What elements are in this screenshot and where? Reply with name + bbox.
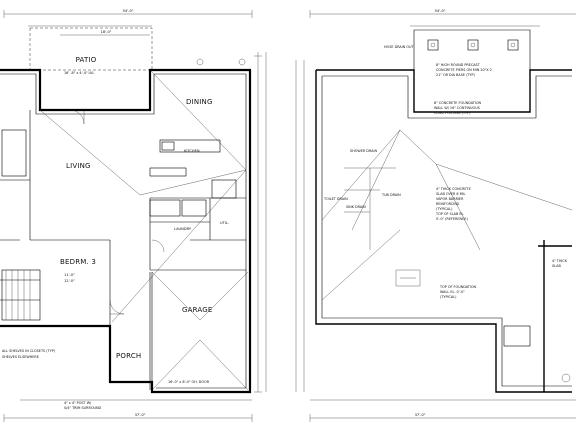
note-toilet-drain: TOILET DRAIN [323,197,348,201]
closet-bed3 [1,269,41,321]
note-hose-drain: HOSE DRAIN OUT [384,45,415,49]
note-slab-5: (TYPICAL) [436,207,453,211]
note-wall-1: 8" CONCRETE FOUNDATION [434,101,482,105]
patio-slab-note: 16' -8" x 4'-4" LVL [64,71,94,75]
note-slab-1: 4" THICK CONCRETE [436,187,471,191]
porch-step [503,325,531,347]
note-garage-slab-1: 4" THICK [552,259,568,263]
note-top-fnd-2: WALL EL. 0'-0" [440,290,465,294]
note-wall-3: CONC FOOTING (TYP) [434,111,471,115]
fdn-dim-overall-bottom: 37'-0" [415,413,426,417]
laundry-washer [149,199,181,217]
sump-detail [395,269,421,287]
dim-overall-top: 54'-0" [123,9,134,13]
foundation-plan: 54'-0" 37'-0" HOSE DRAIN OUT 8" HIGH ROU… [295,9,576,422]
kitchen-sink [161,141,175,151]
foundation-wall-outer [315,69,572,393]
section-marker [196,58,204,66]
kitchen-counter [149,167,187,177]
note-closets-1: ALL SHELVES IN CLOSETS (TYP) [2,349,56,353]
room-label-porch: PORCH [116,352,141,360]
room-label-living: LIVING [66,162,91,170]
note-slab-2: SLAB OVER 6 MIL [436,192,466,196]
note-sink-drain: SINK DRAIN [346,205,366,209]
note-garage-slab-2: SLAB [552,264,561,268]
pantry [211,179,237,199]
room-label-patio: PATIO [76,56,97,64]
floor-plan: 54'-0" 18'-0" 37'-0" PATIO 16' -8" x 4'-… [0,9,267,422]
note-pier-2: CONCRETE PIERS ON MIN 20"X 2 [436,68,492,72]
plumbing-lines [344,167,396,250]
room-label-laundry: LAUNDRY [174,227,192,231]
patio-door [69,109,85,125]
dim-bed3-h: 12'-0" [64,279,75,283]
exterior-walls [0,68,252,394]
note-slab-7: 0'-0" (REFERENCE) [436,217,469,221]
note-closets-2: SHELVES ELSEWHERE [2,355,39,359]
note-pier-3: 21" OR DIA BASE (TYP) [436,73,476,77]
room-label-kitchen: KITCHEN [184,149,200,153]
exterior-wall-inner [0,73,247,389]
patio-outline [29,27,153,71]
section-marker [238,58,246,66]
room-label-garage: GARAGE [182,306,213,314]
room-label-dining: DINING [186,98,213,106]
room-label-bedroom3: BEDRM. 3 [60,258,96,266]
note-top-fnd-3: (TYPICAL) [440,295,457,299]
laundry-dryer [181,199,207,217]
laundry-door [151,239,165,253]
note-porch-2: S/4" TRIM SURROUND [64,406,102,410]
dim-patio-width: 18'-0" [101,30,112,34]
note-shower-drain: SHOWER DRAIN [350,149,377,153]
kitchen-island [159,139,221,153]
note-tub-drain: TUB DRAIN [381,193,401,197]
foundation-wall-inner [321,75,572,387]
slab-slope-lines [321,129,573,301]
note-slab-4: REINFORCING [436,202,460,206]
dim-bed3-w: 11'-0" [64,273,75,277]
closet-shelves [5,270,31,320]
foundation-dimensions: 54'-0" 37'-0" [295,9,576,422]
floor-plan-dimensions: 54'-0" 18'-0" 37'-0" [3,9,267,422]
note-pier-1: 8" HIGH ROUND PRECAST [436,63,481,67]
note-porch-1: 4" x 4" POST W/ [64,401,92,405]
entry-door [109,299,125,315]
garage-foundation-wall [538,240,572,392]
note-garage-door: 16'-0" x 8'-0" OH. DOOR [168,380,210,384]
interior-walls [0,110,246,326]
garage-corner-marker [561,373,571,383]
note-wall-2: WALL W/ 16" CONTINUOUS [434,106,480,110]
fdn-dim-overall-top: 54'-0" [435,9,446,13]
roof-hip-lines [39,69,249,391]
note-top-fnd-1: TOP OF FOUNDATION [439,285,477,289]
garage-wall [149,272,153,390]
note-slab-3: VAPOR BARRIER [436,197,464,201]
closet-left [1,129,27,177]
dim-overall-bottom: 37'-0" [135,413,146,417]
room-label-util: UTIL. [220,221,229,225]
note-slab-6: TOP OF SLAB EL. [435,212,465,216]
patio-piers [427,39,519,51]
